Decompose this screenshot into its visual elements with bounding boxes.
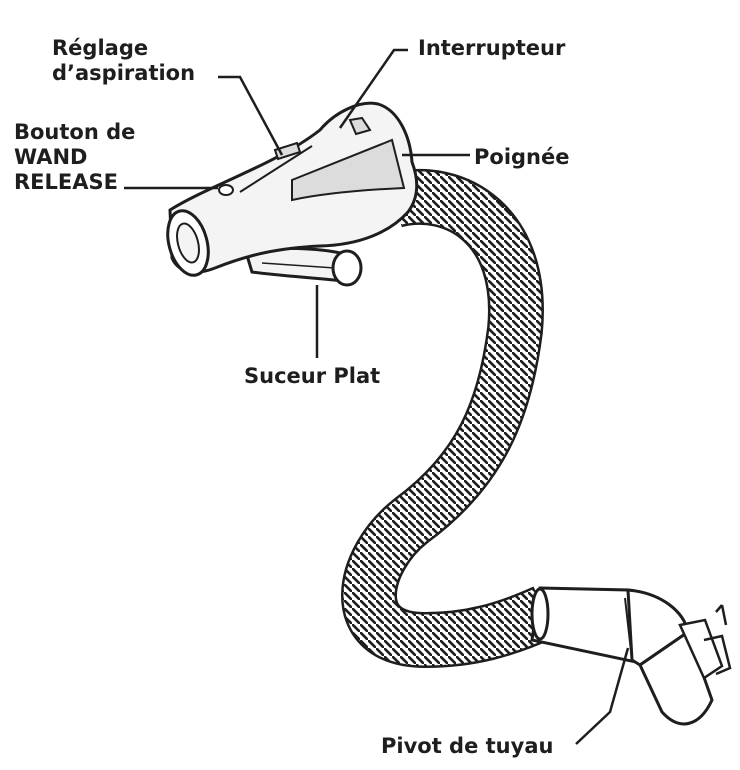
label-reglage-line1: Réglage	[52, 36, 149, 60]
leader-pivot	[575, 647, 630, 745]
label-reglage-line2: d’aspiration	[52, 61, 196, 85]
label-reglage-aspiration: Réglage d’aspiration	[52, 36, 195, 86]
label-bouton-line1: Bouton de	[14, 120, 136, 144]
leader-reglage	[218, 75, 284, 156]
label-suceur-plat: Suceur Plat	[244, 364, 381, 388]
leader-interrupteur	[338, 48, 408, 129]
label-bouton-line2: WAND	[14, 145, 88, 169]
flexible-hose	[341, 168, 557, 669]
leader-lines	[124, 48, 630, 745]
hose-swivel-connector	[530, 586, 732, 726]
label-pivot-de-tuyau: Pivot de tuyau	[381, 734, 554, 758]
label-bouton-wand-release: Bouton de WAND RELEASE	[14, 120, 135, 195]
crevice-tool	[244, 246, 363, 287]
label-poignee: Poignée	[474, 145, 570, 169]
handle	[166, 101, 419, 277]
label-interrupteur: Interrupteur	[418, 36, 566, 60]
label-bouton-line3: RELEASE	[14, 170, 118, 194]
